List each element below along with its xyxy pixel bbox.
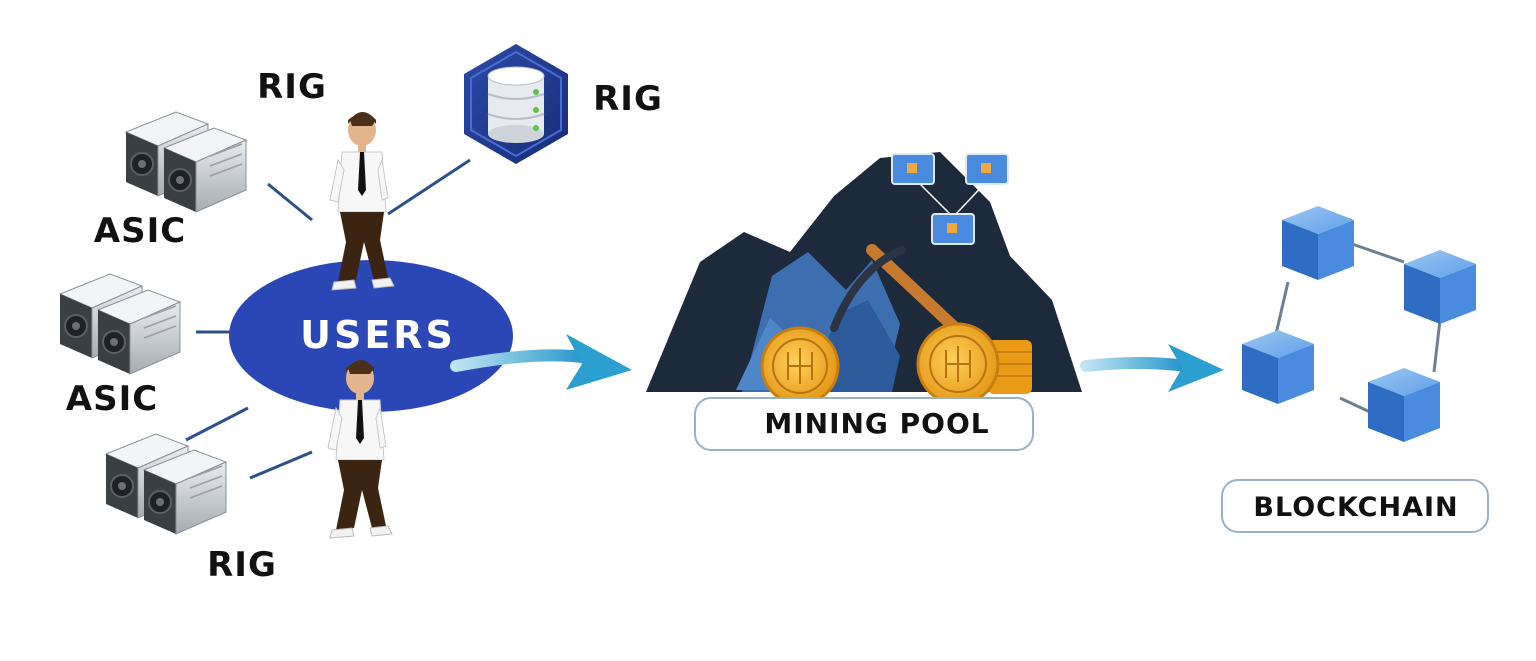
connector-lines bbox=[185, 158, 471, 480]
label-rig-top-right: RIG bbox=[593, 79, 663, 119]
chain-block bbox=[1404, 250, 1476, 324]
label-asic-upper: ASIC bbox=[94, 211, 186, 251]
mining-pool-label: MINING POOL bbox=[764, 407, 989, 440]
connector-rig-bottom-b bbox=[249, 450, 313, 480]
network-nodes bbox=[891, 153, 1009, 245]
label-rig-top-left: RIG bbox=[257, 67, 327, 107]
blockchain-icon bbox=[1242, 206, 1476, 442]
mining-mountain-icon bbox=[646, 152, 1082, 406]
mining-pool-pill: MINING POOL bbox=[694, 397, 1034, 451]
blockchain-label: BLOCKCHAIN bbox=[1253, 492, 1458, 523]
chain-block bbox=[1242, 330, 1314, 404]
connector-rig-bottom-a bbox=[185, 406, 249, 442]
asic-miner-icon bbox=[105, 433, 227, 535]
asic-miner-icon bbox=[59, 273, 181, 375]
arrow-pool-to-blockchain bbox=[1080, 344, 1224, 392]
connector-asic-upper bbox=[267, 182, 313, 222]
connector-rig-top-right bbox=[387, 158, 471, 216]
arrow-users-to-pool bbox=[450, 334, 632, 390]
coin-stack-icon bbox=[916, 322, 1032, 406]
label-asic-lower: ASIC bbox=[66, 379, 158, 419]
chain-block bbox=[1368, 368, 1440, 442]
coin-icon bbox=[760, 326, 840, 406]
database-icon bbox=[464, 44, 568, 164]
users-ellipse bbox=[229, 260, 513, 412]
users-label: USERS bbox=[300, 313, 456, 357]
chain-block bbox=[1282, 206, 1354, 280]
blockchain-pill: BLOCKCHAIN bbox=[1221, 479, 1489, 533]
asic-miner-icon bbox=[125, 111, 247, 213]
label-rig-bottom: RIG bbox=[207, 545, 277, 585]
